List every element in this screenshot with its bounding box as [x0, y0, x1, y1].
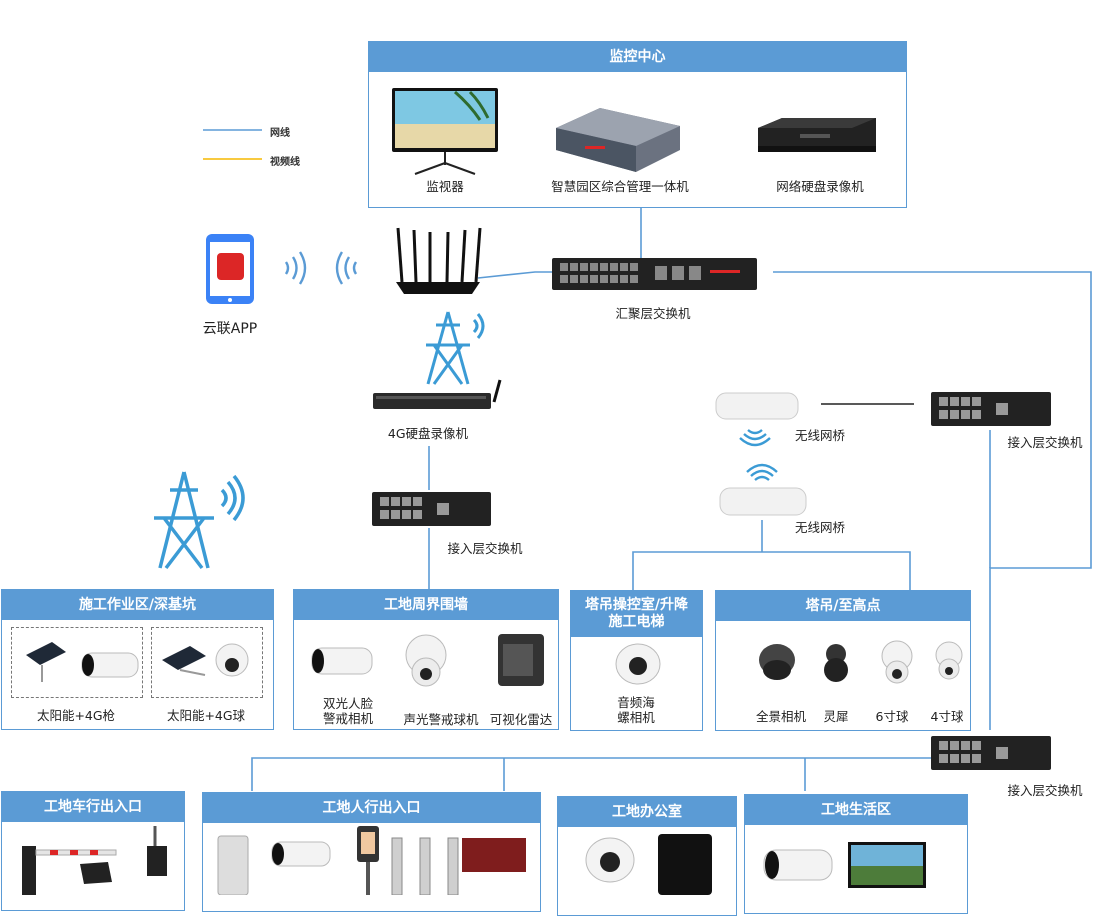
solar-gun-label: 太阳能+4G枪: [36, 708, 116, 723]
pedestrian-gate-zone-title: 工地人行出入口: [203, 793, 540, 823]
solar-gun-camera-icon: [26, 642, 139, 682]
living-devices-icons: [763, 842, 926, 888]
solar-dome-camera-icon: [162, 643, 249, 677]
connection-lines: [203, 129, 1092, 791]
nvr-4g-icon: [373, 379, 502, 409]
audio-conch-camera-label: 音频海 螺相机: [617, 695, 655, 725]
office-zone-title: 工地办公室: [558, 797, 736, 827]
panoramic-camera-label: 全景相机: [755, 709, 806, 724]
4inch-dome-label: 4寸球: [930, 709, 964, 724]
vehicle-gate-devices-icons: [22, 826, 167, 895]
access-switch-bottom-label: 接入层交换机: [1007, 783, 1083, 798]
wireless-bridge-top-icon: [715, 392, 799, 447]
access-switch-center-label: 接入层交换机: [447, 541, 523, 556]
solar-dome-frame: [151, 627, 263, 698]
office-devices-icons: [585, 834, 712, 895]
nvr-icon: [758, 118, 876, 152]
solar-gun-frame: [11, 627, 143, 698]
legend-network-label: 网线: [270, 128, 290, 139]
radar-label: 可视化雷达: [489, 712, 553, 727]
access-switch-right-icon: [931, 392, 1051, 426]
monitoring-center-title: 监控中心: [369, 42, 906, 72]
legend-video-label: 视频线: [270, 157, 300, 168]
aggregation-switch-icon: [552, 258, 757, 290]
monitor-icon: [392, 88, 498, 175]
access-switch-right-label: 接入层交换机: [1007, 435, 1083, 450]
monitor-label: 监视器: [426, 179, 464, 194]
nvr-label: 网络硬盘录像机: [776, 179, 864, 194]
access-switch-bottom-icon: [931, 736, 1051, 770]
access-switch-center-icon: [372, 492, 491, 526]
perimeter-devices-icons: [311, 634, 544, 687]
crane-room-zone-panel: 塔吊操控室/升降 施工电梯: [570, 590, 703, 731]
construction-zone-title: 施工作业区/深基坑: [2, 590, 273, 620]
audio-light-dome-label: 声光警戒球机: [403, 712, 479, 727]
audio-conch-camera-icon: [615, 643, 661, 685]
signal-tower-icon: [426, 311, 485, 385]
crane-high-devices-icons: [759, 640, 963, 684]
nvr-4g-label: 4G硬盘录像机: [387, 426, 469, 441]
dual-light-camera-label: 双光人脸 警戒相机: [322, 696, 373, 726]
management-server-label: 智慧园区综合管理一体机: [551, 179, 689, 194]
aggregation-switch-label: 汇聚层交换机: [615, 306, 691, 321]
wifi-signal-icon: [284, 251, 358, 285]
solar-dome-label: 太阳能+4G球: [166, 708, 246, 723]
crane-room-zone-title: 塔吊操控室/升降 施工电梯: [571, 591, 702, 637]
router-icon: [396, 227, 482, 294]
signal-tower-large-icon: [154, 471, 245, 570]
lingxi-label: 灵犀: [823, 709, 849, 724]
wireless-bridge-bottom-icon: [719, 463, 807, 516]
wireless-bridge-top-label: 无线网桥: [794, 428, 845, 443]
vehicle-gate-zone-title: 工地车行出入口: [2, 792, 184, 822]
app-label: 云联APP: [202, 321, 258, 337]
perimeter-zone-title: 工地周界围墙: [294, 590, 558, 620]
phone-icon: [206, 234, 254, 304]
crane-high-zone-title: 塔吊/至高点: [716, 591, 970, 621]
living-zone-title: 工地生活区: [745, 795, 967, 825]
6inch-dome-label: 6寸球: [875, 709, 909, 724]
management-server-icon: [556, 108, 680, 172]
pedestrian-gate-devices-icons: [217, 826, 526, 895]
wireless-bridge-bottom-label: 无线网桥: [794, 520, 845, 535]
